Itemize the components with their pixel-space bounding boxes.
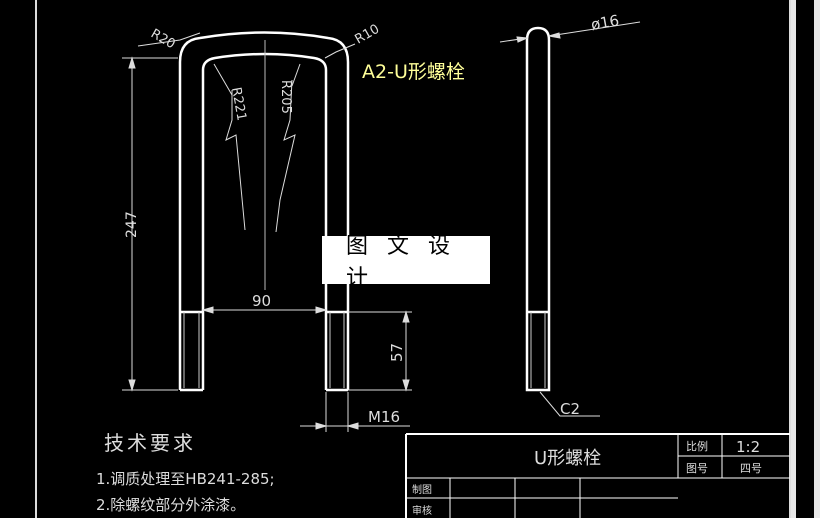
dimension-r10-label: R10: [353, 22, 383, 48]
drawing-frame-right: [790, 0, 820, 518]
dimension-width-label: 90: [252, 292, 271, 310]
title-block-scale-value: 1:2: [736, 438, 760, 456]
dimension-r221-label: R221: [228, 86, 249, 122]
dimension-thread-label: M16: [368, 408, 400, 426]
watermark: 图 文 设 计: [322, 234, 490, 291]
dimension-r20-label: R20: [148, 26, 178, 52]
title-block: [405, 433, 790, 518]
dimension-247-lines: [122, 56, 178, 392]
dimension-thread-length-label: 57: [388, 343, 406, 362]
title-block-part-name: U形螺栓: [534, 448, 601, 469]
requirements-heading: 技术要求: [104, 431, 196, 455]
drawing-title: A2-U形螺栓: [362, 61, 465, 83]
title-block-checked-by: 审核: [412, 504, 432, 517]
dimension-diameter-label: ø16: [590, 11, 621, 34]
requirement-item-1: 1.调质处理至HB241-285;: [96, 470, 275, 488]
dimension-r205-label: R205: [278, 80, 293, 114]
title-block-scale-label: 比例: [686, 439, 708, 453]
u-bolt-side-view: [525, 26, 551, 392]
radius-leaders: [137, 32, 356, 233]
u-bolt-front-view: [178, 31, 350, 392]
dimension-chamfer-label: C2: [560, 400, 580, 418]
dimension-height-label: 247: [124, 211, 140, 238]
title-block-drawing-no-value: 四号: [740, 462, 762, 475]
title-block-drawn-by: 制图: [412, 483, 432, 496]
requirement-item-2: 2.除螺纹部分外涂漆。: [96, 496, 245, 514]
title-block-drawing-no-label: 图号: [686, 462, 708, 475]
